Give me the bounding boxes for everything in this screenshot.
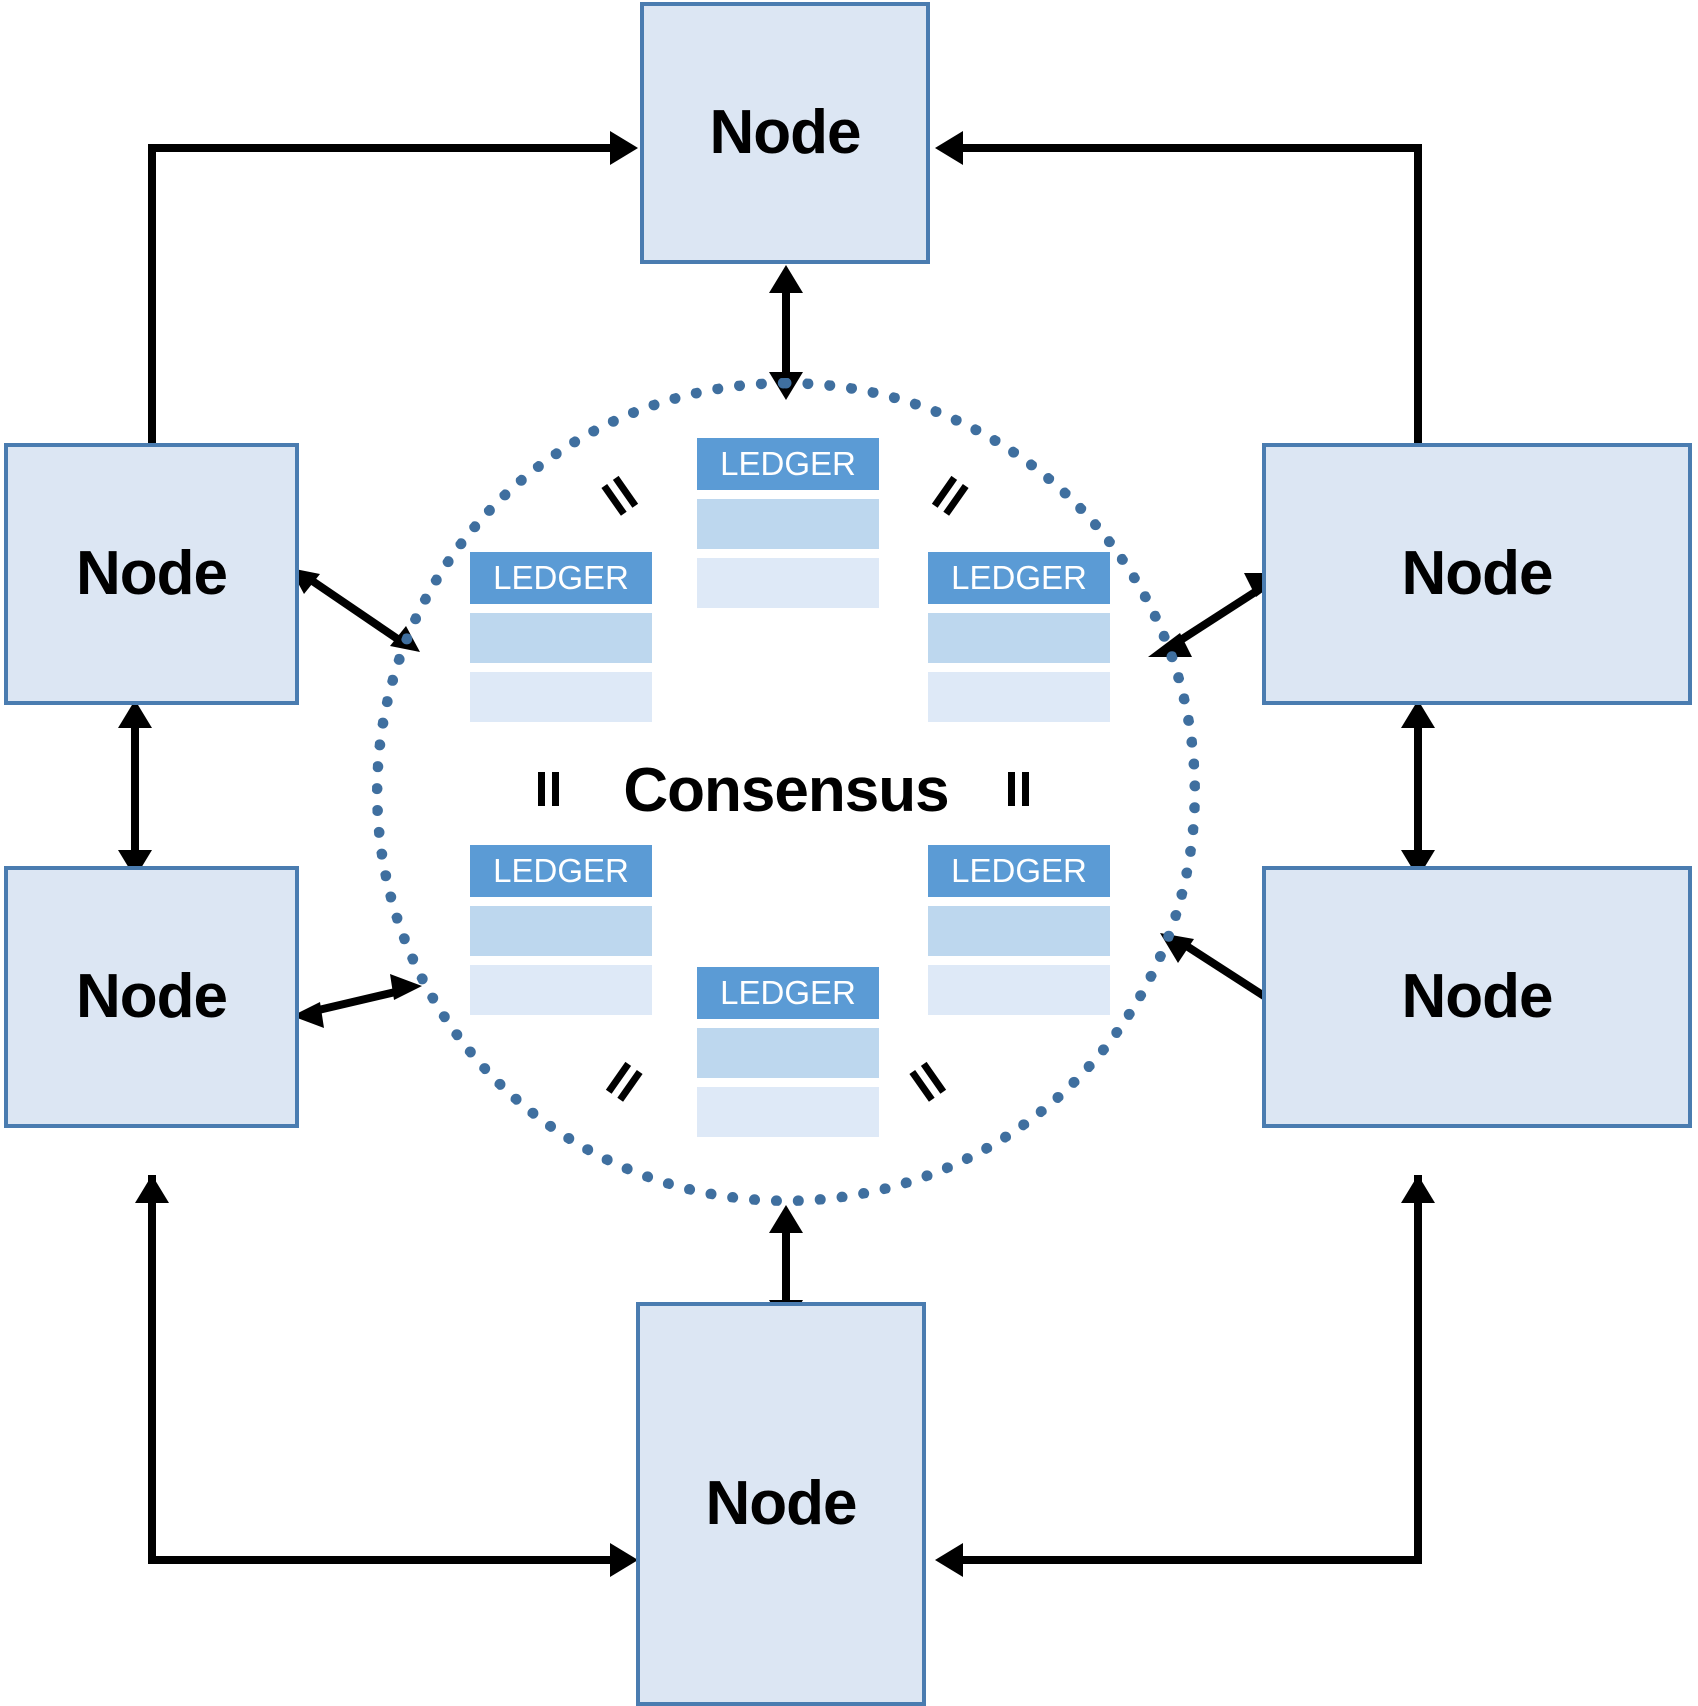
connector-elbow-topright-vertical <box>1414 148 1422 478</box>
node-top[interactable]: Node <box>640 2 930 264</box>
connector-bottom-circle-arrow-up <box>769 1205 803 1233</box>
node-right-upper[interactable]: Node <box>1262 443 1692 705</box>
node-label: Node <box>1401 539 1554 608</box>
ledger-header-label: LEDGER <box>928 552 1110 604</box>
connector-bottom-circle-line <box>782 1225 790 1315</box>
consensus-circle <box>372 378 1200 1206</box>
ledger-card-top: LEDGER <box>697 438 879 608</box>
connector-elbow-bottomright-vertical <box>1414 1175 1422 1563</box>
node-left-lower[interactable]: Node <box>4 866 299 1128</box>
ledger-row-light <box>928 672 1110 722</box>
node-left-upper[interactable]: Node <box>4 443 299 705</box>
ledger-row-dark <box>470 906 652 956</box>
ledger-header-label: LEDGER <box>697 967 879 1019</box>
ledger-card-upper-left: LEDGER <box>470 552 652 722</box>
connector-elbow-bottomright-arrowhead <box>935 1543 963 1577</box>
ledger-card-upper-right: LEDGER <box>928 552 1110 722</box>
ledger-card-lower-right: LEDGER <box>928 845 1110 1015</box>
connector-elbow-bottomleft-vertical <box>148 1175 156 1563</box>
node-right-lower[interactable]: Node <box>1262 866 1692 1128</box>
ledger-row-light <box>470 672 652 722</box>
ledger-row-light <box>697 1087 879 1137</box>
connector-elbow-bottomleft-horizontal <box>148 1556 613 1564</box>
connector-elbow-topleft-vertical <box>148 148 156 478</box>
connector-right-vertical-line <box>1414 725 1422 865</box>
connector-elbow-topright-arrowhead <box>935 131 963 165</box>
connector-top-circle-arrow-up <box>769 265 803 293</box>
ledger-row-light <box>697 558 879 608</box>
connector-leftlower-circle <box>292 974 422 1028</box>
ledger-header-label: LEDGER <box>470 845 652 897</box>
connector-elbow-bottomleft-arrowhead-up <box>135 1175 169 1203</box>
connector-elbow-bottomright-horizontal <box>960 1556 1422 1564</box>
connector-elbow-bottomleft-arrowhead <box>610 1543 638 1577</box>
ledger-row-dark <box>697 499 879 549</box>
ledger-row-dark <box>928 613 1110 663</box>
node-label: Node <box>705 1469 858 1538</box>
connector-elbow-topleft-arrowhead <box>610 131 638 165</box>
connector-top-circle-line <box>782 288 790 386</box>
ledger-card-bottom: LEDGER <box>697 967 879 1137</box>
equals-icon-middle-left <box>533 772 567 806</box>
connector-elbow-topright-horizontal <box>960 144 1422 152</box>
node-label: Node <box>709 98 862 167</box>
ledger-header-label: LEDGER <box>928 845 1110 897</box>
ledger-row-light <box>928 965 1110 1015</box>
ledger-row-dark <box>697 1028 879 1078</box>
ledger-row-dark <box>470 613 652 663</box>
node-label: Node <box>1401 962 1554 1031</box>
node-bottom[interactable]: Node <box>636 1302 926 1706</box>
connector-left-vertical-line <box>131 725 139 865</box>
ledger-card-lower-left: LEDGER <box>470 845 652 1015</box>
ledger-row-light <box>470 965 652 1015</box>
consensus-label: Consensus <box>623 756 949 825</box>
connector-elbow-bottomright-arrowhead-up <box>1401 1175 1435 1203</box>
connector-elbow-topleft-horizontal <box>148 144 613 152</box>
ledger-header-label: LEDGER <box>697 438 879 490</box>
equals-icon-middle-right <box>1003 772 1037 806</box>
node-label: Node <box>76 539 228 608</box>
node-label: Node <box>76 962 228 1031</box>
ledger-row-dark <box>928 906 1110 956</box>
ledger-header-label: LEDGER <box>470 552 652 604</box>
